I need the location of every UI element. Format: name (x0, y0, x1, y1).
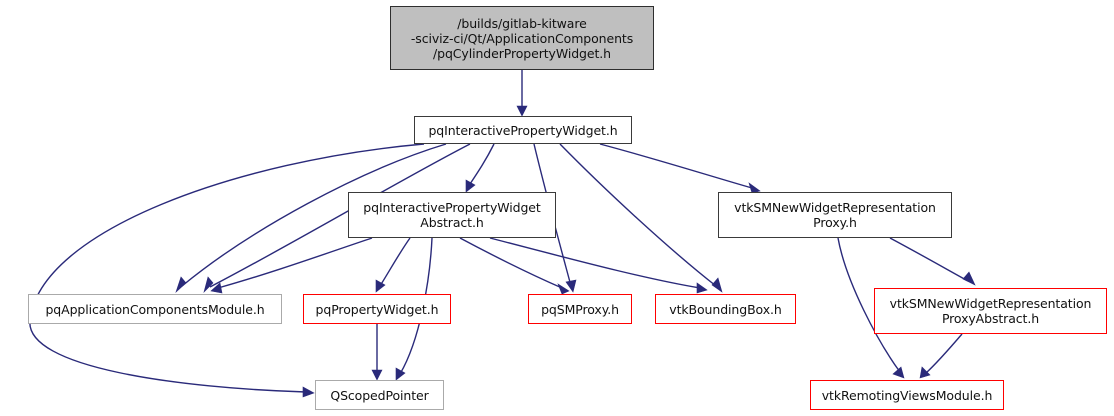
graph-node-label: pqPropertyWidget.h (315, 301, 439, 317)
graph-node-label: vtkBoundingBox.h (669, 301, 782, 317)
graph-node-label: vtkRemotingViewsModule.h (821, 387, 993, 403)
graph-arrowhead-abstract-to-pqsmproxy (557, 283, 570, 295)
graph-edge-abstract-to-boundingbox (489, 237, 701, 289)
graph-node-label: pqInteractivePropertyWidget Abstract.h (363, 200, 541, 230)
graph-edge-smproxy_rep-to-remotingviews (837, 237, 901, 373)
graph-edge-interactive-to-appcomponents (209, 143, 471, 288)
graph-edge-interactive-to-boundingbox (559, 143, 717, 287)
graph-edge-interactive-to-smproxy_rep (599, 143, 753, 189)
graph-arrowhead-abstract-to-boundingbox (696, 282, 708, 294)
graph-node-label: vtkSMNewWidgetRepresentation ProxyAbstra… (889, 296, 1092, 326)
graph-node-remotingviews[interactable]: vtkRemotingViewsModule.h (810, 380, 1004, 410)
graph-edge-interactive-to-qscopedpointer (29, 143, 425, 393)
graph-node-label: pqSMProxy.h (541, 301, 619, 317)
graph-node-appcomponents[interactable]: pqApplicationComponentsModule.h (28, 294, 282, 324)
graph-node-label: pqApplicationComponentsModule.h (45, 301, 265, 317)
graph-node-proxyabstract[interactable]: vtkSMNewWidgetRepresentation ProxyAbstra… (874, 288, 1107, 334)
graph-arrowhead-interactive-to-appcomponents (175, 276, 187, 293)
graph-node-pqsmproxy[interactable]: pqSMProxy.h (528, 294, 632, 324)
graph-node-interactive[interactable]: pqInteractivePropertyWidget.h (414, 116, 632, 144)
graph-node-propertywidget[interactable]: pqPropertyWidget.h (303, 294, 451, 324)
graph-node-label: vtkSMNewWidgetRepresentation Proxy.h (734, 200, 936, 230)
graph-edge-interactive-to-abstract (469, 143, 495, 185)
graph-node-label: /builds/gitlab-kitware -sciviz-ci/Qt/App… (410, 15, 634, 61)
graph-arrowhead-interactive-to-pqsmproxy (565, 279, 577, 293)
graph-arrowhead-propertywidget-to-qscopedpointer (371, 369, 383, 381)
graph-edge-proxyabstract-to-remotingviews (925, 333, 963, 374)
graph-edge-interactive-to-appcomponents (181, 143, 447, 287)
graph-node-label: pqInteractivePropertyWidget.h (428, 122, 618, 138)
graph-edge-smproxy_rep-to-proxyabstract (889, 237, 969, 282)
graph-edge-abstract-to-appcomponents (217, 237, 373, 289)
graph-arrowhead-smproxy_rep-to-proxyabstract (962, 271, 976, 286)
graph-edge-abstract-to-pqsmproxy (459, 237, 563, 289)
graph-arrowhead-interactive-to-appcomponents (203, 276, 214, 294)
graph-node-label: QScopedPointer (330, 387, 429, 403)
graph-node-root[interactable]: /builds/gitlab-kitware -sciviz-ci/Qt/App… (390, 6, 654, 70)
graph-arrowhead-smproxy_rep-to-remotingviews (892, 366, 905, 379)
graph-arrowhead-abstract-to-appcomponents (210, 282, 223, 294)
graph-node-smproxy_rep[interactable]: vtkSMNewWidgetRepresentation Proxy.h (718, 192, 952, 238)
graph-arrowhead-interactive-to-qscopedpointer (302, 386, 315, 398)
graph-arrowhead-interactive-to-boundingbox (711, 277, 723, 293)
graph-arrowhead-root-to-interactive (516, 105, 528, 117)
graph-arrowhead-abstract-to-qscopedpointer (395, 367, 406, 381)
graph-arrowhead-proxyabstract-to-remotingviews (919, 366, 931, 379)
graph-edge-abstract-to-propertywidget (379, 237, 411, 287)
graph-arrowhead-interactive-to-abstract (465, 179, 476, 193)
graph-arrowhead-abstract-to-propertywidget (375, 279, 386, 293)
graph-node-abstract[interactable]: pqInteractivePropertyWidget Abstract.h (348, 192, 556, 238)
graph-node-boundingbox[interactable]: vtkBoundingBox.h (655, 294, 796, 324)
graph-node-qscopedpointer[interactable]: QScopedPointer (315, 380, 444, 410)
